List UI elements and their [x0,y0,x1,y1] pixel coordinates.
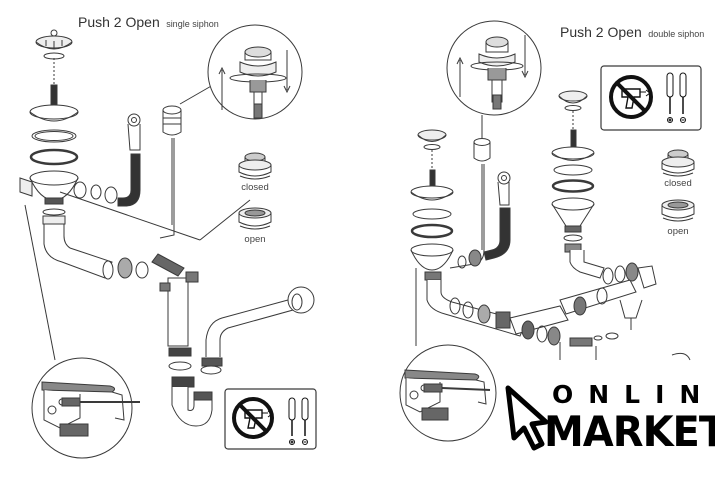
left-state-closed-label: closed [241,182,269,193]
screwdriver-flat-icon [301,397,309,445]
left-trap-siphon [168,286,315,427]
left-detail-circle-valve [24,204,140,459]
right-state-closed-label: closed [664,178,692,189]
left-title-main: Push 2 Open [78,14,160,30]
logo-line-online: ONLINE [552,380,715,409]
right-overflow-hose [457,171,511,269]
left-warning-panel [224,388,317,450]
left-states-icons [238,152,272,230]
right-title-main: Push 2 Open [560,24,642,40]
right-detail-circle-button [446,20,542,138]
left-title: Push 2 Open single siphon [78,14,219,32]
screwdriver-flat-icon [679,72,687,123]
right-state-open-label: open [667,226,689,237]
right-drain-pipes [424,250,691,361]
screwdriver-phillips-icon [288,397,296,445]
right-title-subtitle: double siphon [648,29,705,39]
left-state-open-label: open [244,234,266,245]
screwdriver-phillips-icon [666,72,674,123]
logo-line-market: MARKET [544,408,715,457]
right-title: Push 2 Open double siphon [560,24,704,42]
right-warning-panel [600,65,702,131]
left-push-button-cable [159,84,214,239]
cursor-arrow-icon [505,385,549,451]
left-title-subtitle: single siphon [166,19,219,29]
online-market-logo: ONLINE MARKET [500,380,715,456]
right-strainer-b [551,90,595,253]
left-overflow-hose [59,113,251,241]
left-detail-circle-button [207,24,303,120]
left-drain-pipes [42,208,199,347]
right-strainer-a [410,129,454,271]
left-strainer-basket [35,29,73,106]
right-detail-circle-valve [399,268,497,442]
left-sink-flange [19,104,79,205]
no-drill-icon [232,397,274,439]
right-push-button-cable [449,138,491,269]
right-states-icons [661,149,695,222]
no-drill-icon [609,75,653,119]
